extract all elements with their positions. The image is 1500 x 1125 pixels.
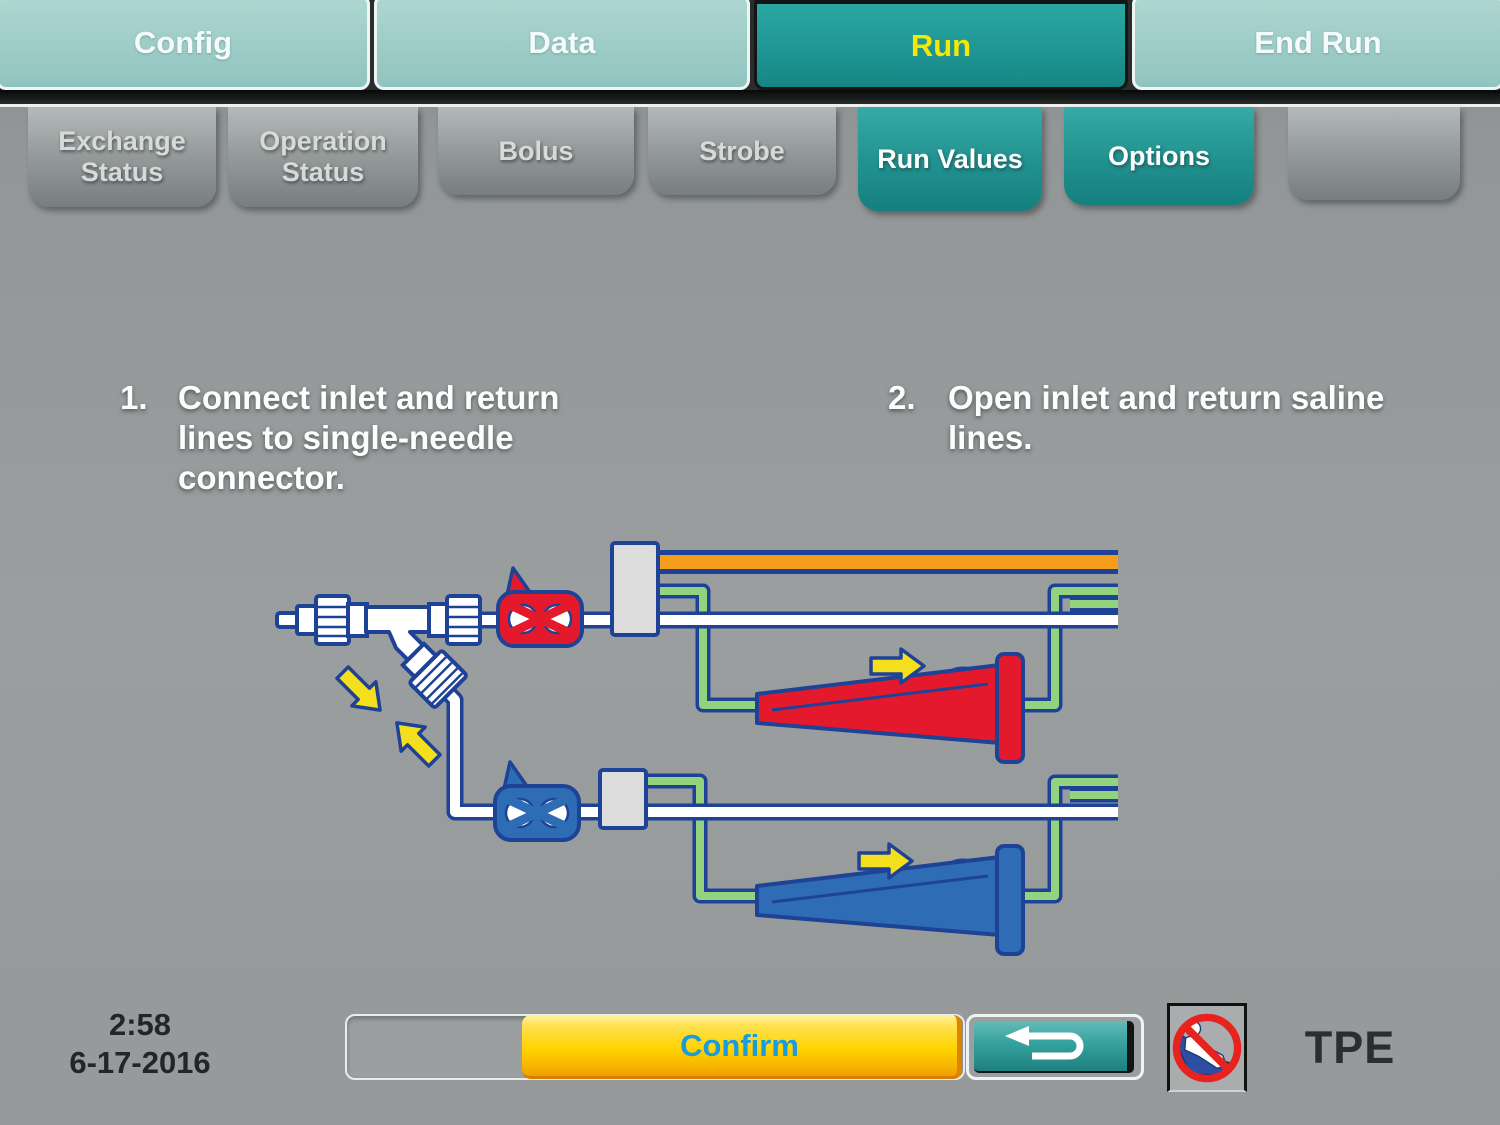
cassette-junction-top (610, 541, 660, 637)
sub-tab-operation-status-label: Operation Status (259, 126, 387, 187)
cassette-junction-bottom (598, 768, 648, 830)
sub-tab-exchange-status[interactable]: Exchange Status (28, 107, 216, 207)
tab-run[interactable]: Run (754, 0, 1128, 90)
prohibition-slash (1183, 1024, 1231, 1072)
saline-line-return (646, 773, 1118, 904)
single-needle-connector (275, 594, 482, 709)
prohibition-circle (1172, 1013, 1242, 1083)
instruction-step-1-line-3: connector. (178, 459, 345, 496)
return-arrow-icon (1004, 1026, 1083, 1060)
return-pinch-clamp-blue (493, 760, 581, 842)
single-needle-tubing-diagram (275, 541, 1118, 956)
tab-data[interactable]: Data (374, 0, 750, 90)
date-text: 6-17-2016 (69, 1045, 211, 1080)
instruction-step-1-text: Connect inlet and return lines to single… (178, 378, 559, 498)
instruction-step-2: 2. Open inlet and return saline lines. (888, 378, 1384, 458)
saline-line-inlet (656, 583, 1118, 713)
sub-tab-run-values[interactable]: Run Values (858, 107, 1042, 211)
instruction-step-1-line-2: lines to single-needle (178, 419, 514, 456)
tab-separator-light (0, 104, 1500, 107)
sub-tab-strobe-label: Strobe (699, 135, 785, 166)
instruction-step-1-line-1: Connect inlet and return (178, 379, 560, 416)
saline-roller-clamp-red (755, 652, 1025, 764)
instruction-step-2-line-2: lines. (948, 419, 1033, 456)
instruction-step-1-number: 1. (120, 379, 148, 416)
sub-tab-bolus-label: Bolus (498, 135, 574, 166)
back-button-frame (966, 1014, 1144, 1080)
no-patient-connected-icon (1167, 1003, 1247, 1092)
tab-config[interactable]: Config (0, 0, 370, 90)
tab-config-label: Config (133, 25, 233, 60)
sub-tab-options-label: Options (1108, 140, 1210, 171)
connect-arrow-down-right (335, 665, 382, 712)
sub-tab-run-values-label: Run Values (877, 143, 1023, 174)
sub-tab-blank[interactable] (1288, 107, 1460, 200)
tab-run-label: Run (910, 27, 972, 63)
instruction-step-1: 1. Connect inlet and return lines to sin… (120, 378, 559, 498)
instruction-step-2-line-1: Open inlet and return saline (948, 379, 1385, 416)
tab-end-run[interactable]: End Run (1132, 0, 1500, 90)
instruction-step-2-text: Open inlet and return saline lines. (948, 378, 1384, 458)
open-clamp-arrow-bottom (857, 842, 914, 880)
sub-tab-operation-status[interactable]: Operation Status (228, 107, 418, 207)
inlet-pinch-clamp-red (496, 566, 584, 648)
procedure-label: TPE (1304, 1022, 1396, 1073)
saline-roller-clamp-blue (755, 844, 1025, 956)
sub-tab-strobe[interactable]: Strobe (648, 107, 836, 195)
tab-end-run-label: End Run (1254, 25, 1382, 60)
clock: 2:58 6-17-2016 (40, 1006, 240, 1082)
sub-tab-options[interactable]: Options (1064, 107, 1254, 205)
connect-arrow-up-left (395, 721, 442, 768)
time-text: 2:58 (108, 1007, 172, 1042)
sub-tab-exchange-status-label: Exchange Status (58, 126, 186, 187)
sub-tab-bolus[interactable]: Bolus (438, 107, 634, 195)
tab-separator-dark (0, 90, 1500, 104)
instruction-step-2-number: 2. (888, 379, 916, 416)
confirm-button[interactable]: Confirm (522, 1015, 962, 1079)
back-button[interactable] (974, 1021, 1134, 1073)
confirm-button-label: Confirm (680, 1027, 799, 1063)
connect-arrows (335, 647, 926, 880)
main-tab-bar: Config Data Run End Run (0, 0, 1500, 92)
open-clamp-arrow-top (869, 647, 926, 685)
tab-data-label: Data (528, 25, 596, 60)
